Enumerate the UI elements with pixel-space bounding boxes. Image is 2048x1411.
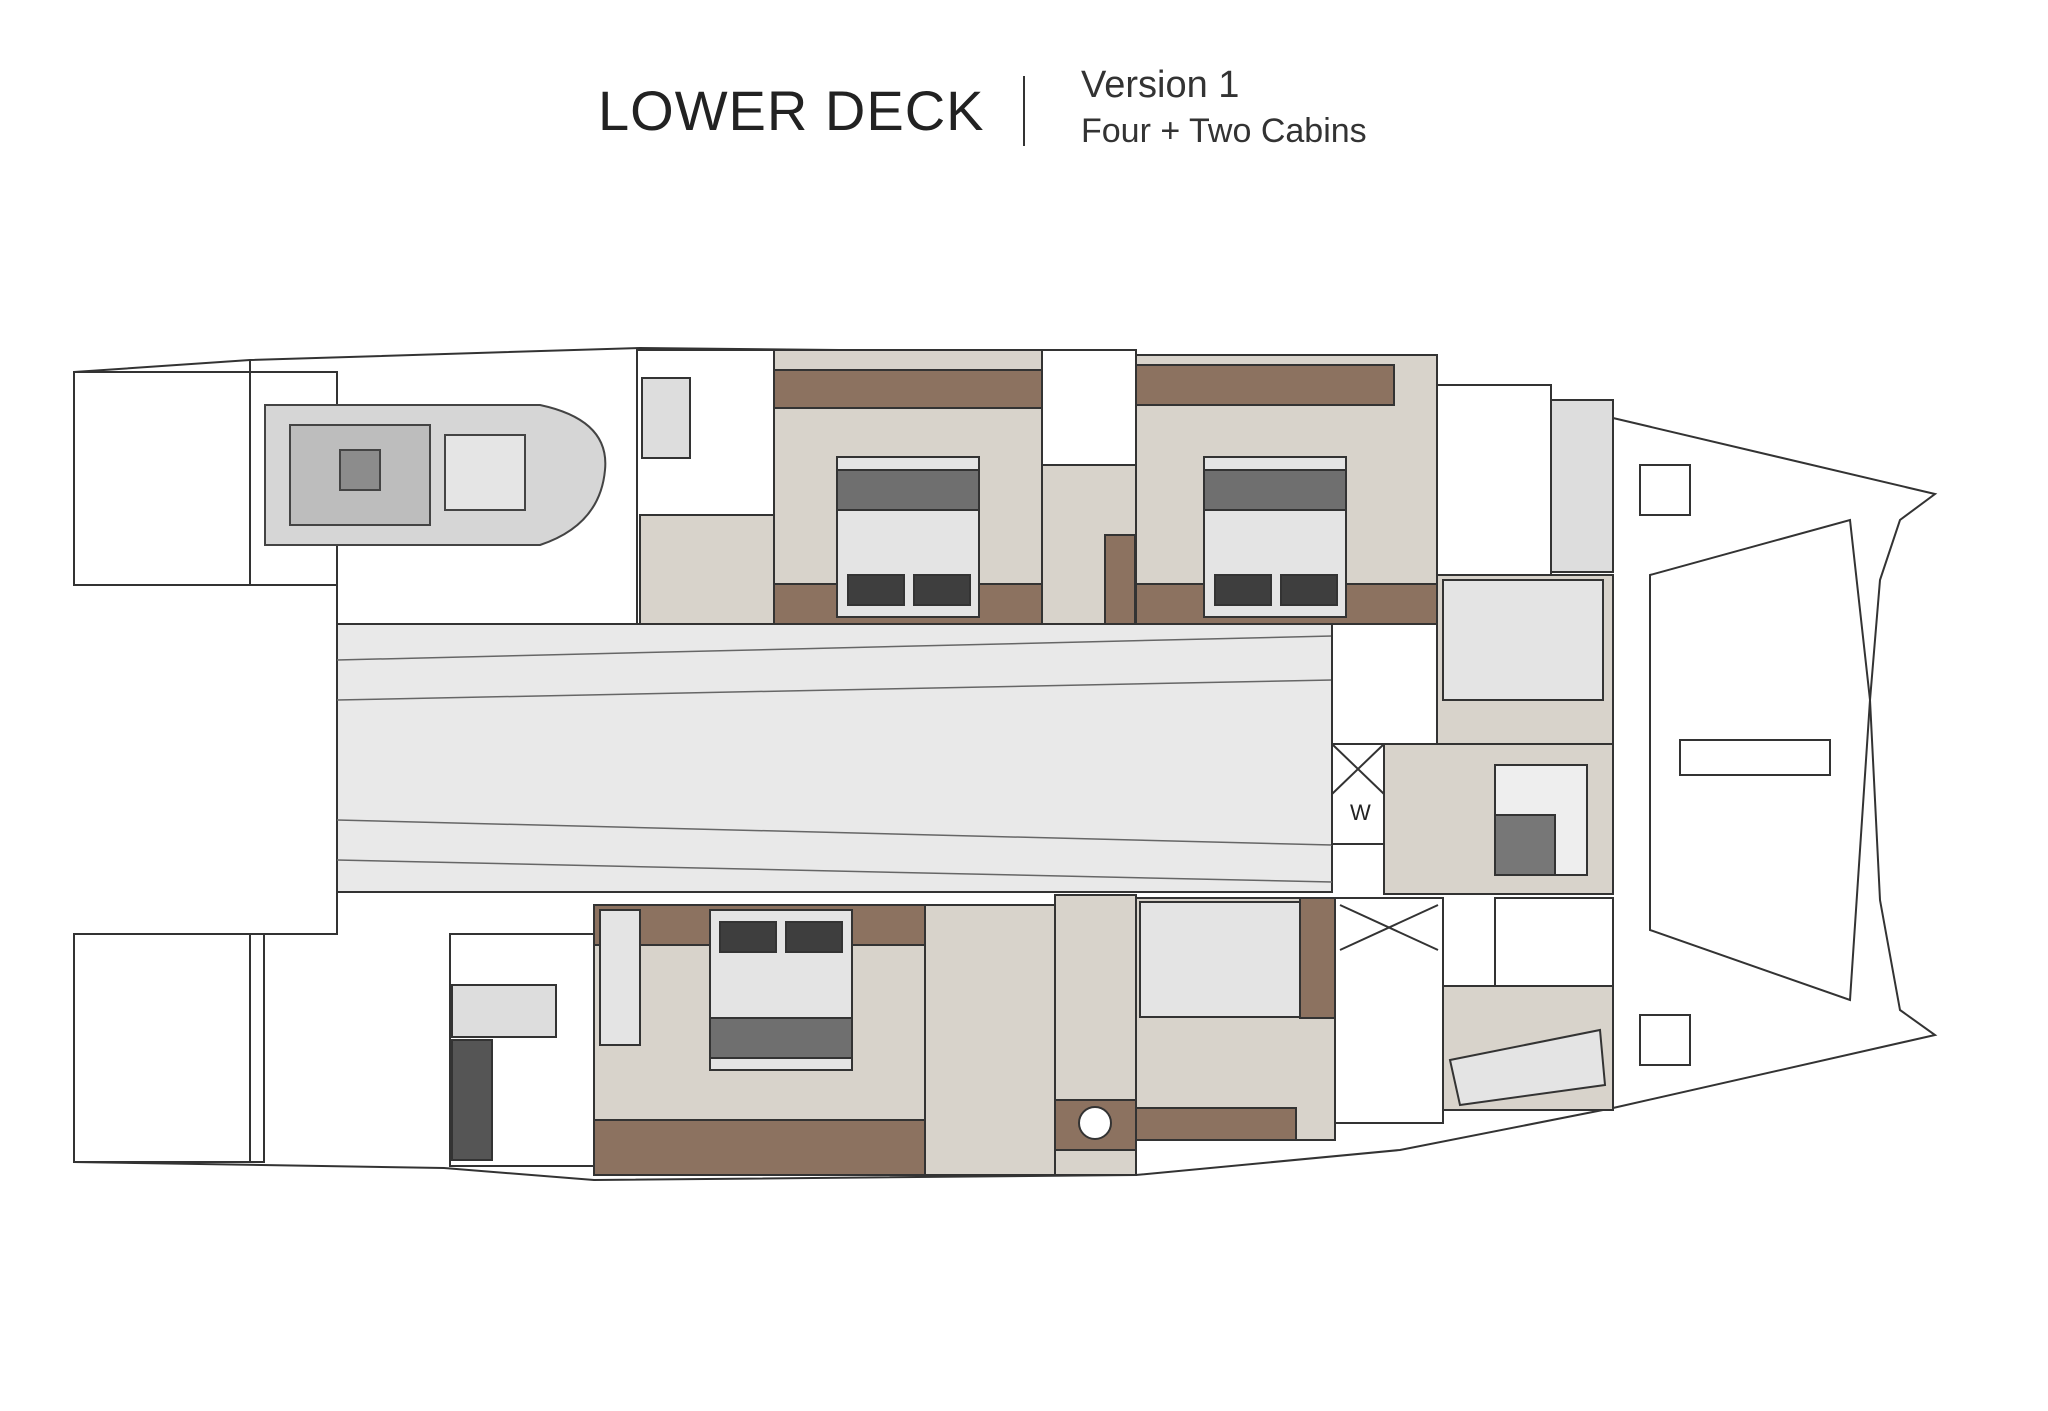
head-center: [1331, 623, 1438, 745]
central-tunnel: [336, 623, 1333, 893]
pillow: [913, 574, 971, 606]
laundry: [1331, 743, 1385, 845]
pillow: [1280, 574, 1338, 606]
head-starboard-forward: [1436, 384, 1552, 576]
pillow: [719, 921, 777, 953]
office-port: [924, 904, 1056, 1176]
bow-hatch-top: [1639, 464, 1691, 516]
pillow: [785, 921, 843, 953]
title-divider: [1023, 76, 1025, 146]
version-label: Version 1: [1081, 64, 1240, 106]
page-title: LOWER DECK: [598, 79, 985, 142]
tender-boat: [264, 404, 607, 546]
washer-label: W: [1350, 800, 1371, 825]
head-starboard-mid: [1041, 349, 1137, 466]
pillow: [847, 574, 905, 606]
port-swim-platform: [73, 933, 265, 1163]
cabin-config-label: Four + Two Cabins: [1081, 112, 1367, 150]
crew-head-port: [1494, 897, 1614, 987]
bow-hatch-bottom: [1639, 1014, 1691, 1066]
pillow: [1214, 574, 1272, 606]
head-port: [1334, 897, 1444, 1124]
